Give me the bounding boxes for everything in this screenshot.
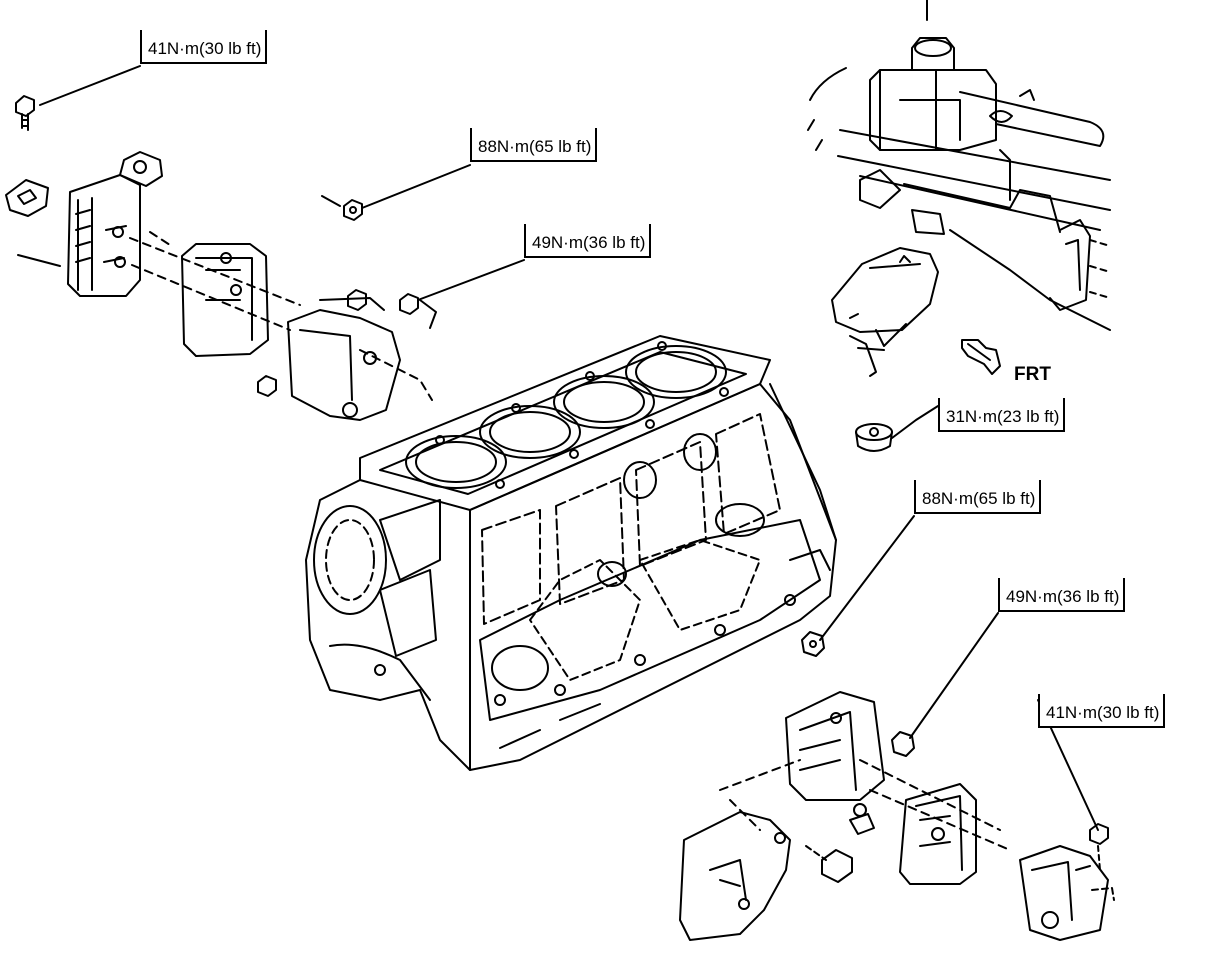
torque-label-nut-right-bracket: 49N·m(36 lb ft) — [998, 578, 1126, 612]
torque-label-nut-upper-mid: 88N·m(65 lb ft) — [470, 128, 598, 162]
right-mount-bracket-assembly — [679, 691, 1115, 941]
torque-label-nut-right-mid: 88N·m(65 lb ft) — [914, 480, 1042, 514]
left-mount-bracket-assembly — [5, 151, 437, 421]
bolt-top-left-icon — [15, 95, 35, 131]
engine-block — [305, 335, 837, 771]
torque-label-nut-left-bracket: 49N·m(36 lb ft) — [524, 224, 652, 258]
frt-direction-label: FRT — [1014, 364, 1051, 385]
upper-right-crossmember — [807, 0, 1111, 452]
torque-label-bolt-top-left: 41N·m(30 lb ft) — [140, 30, 268, 64]
torque-label-nut-insulator: 31N·m(23 lb ft) — [938, 398, 1066, 432]
frt-arrow-icon — [961, 339, 1001, 375]
nut-right-mid-icon — [801, 631, 825, 657]
torque-label-bolt-right-bottom: 41N·m(30 lb ft) — [1038, 694, 1166, 728]
